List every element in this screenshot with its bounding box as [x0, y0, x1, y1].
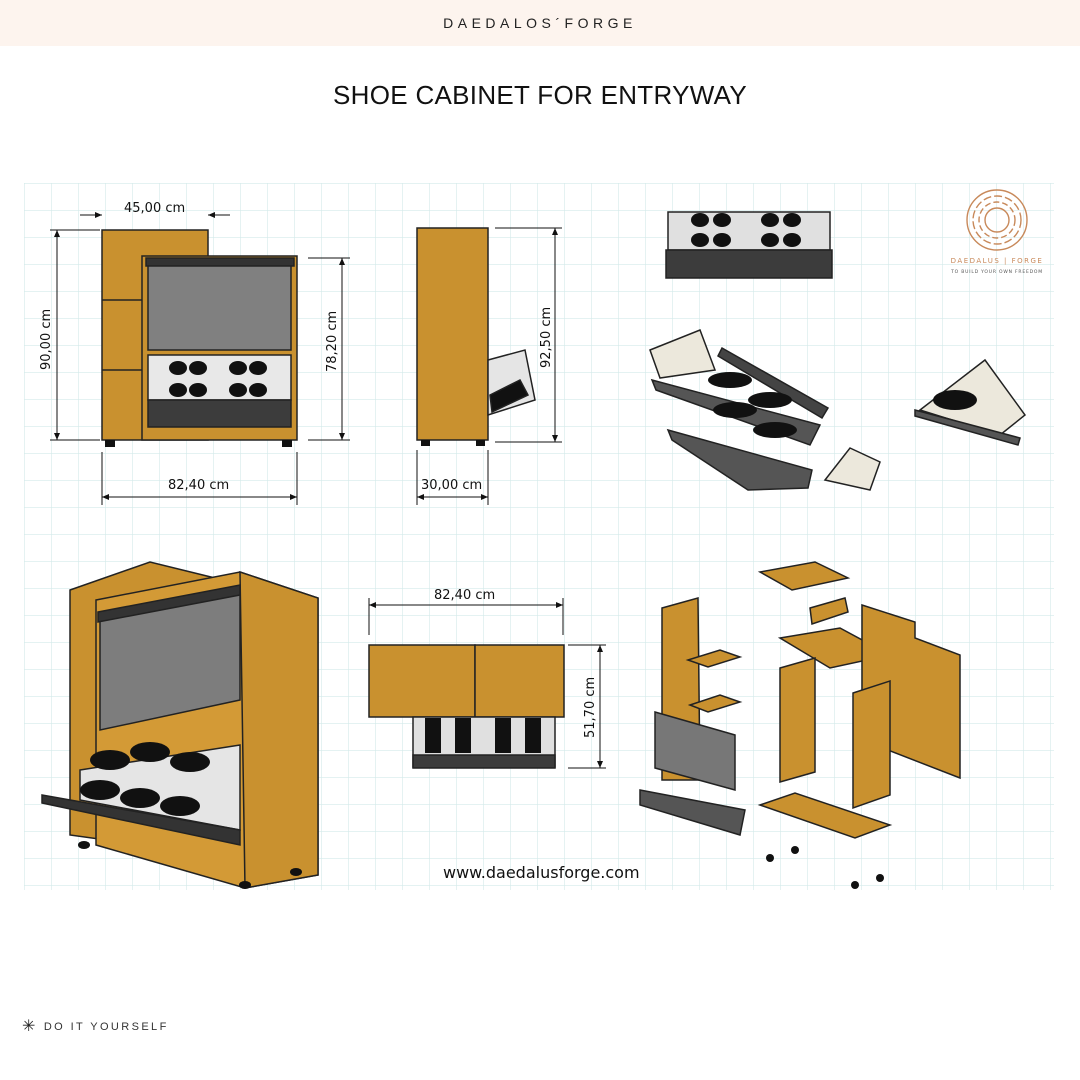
footer-tag: ✳ DO IT YOURSELF [22, 1019, 169, 1035]
dim-width-top: 82,40 cm [434, 588, 495, 603]
tray-front-view [665, 211, 833, 279]
exploded-view [639, 561, 961, 889]
top-view [368, 644, 565, 769]
dim-height-side: 92,50 cm [539, 307, 554, 368]
brand-name: DAEDALOS´FORGE [443, 15, 637, 31]
asterisk-icon: ✳ [22, 1018, 38, 1035]
top-banner: DAEDALOS´FORGE [0, 0, 1080, 46]
dim-height-total: 90,00 cm [39, 309, 54, 370]
side-view [416, 227, 536, 446]
dim-depth-top: 45,00 cm [124, 201, 185, 216]
dim-depth-side: 30,00 cm [421, 478, 482, 493]
footer-label: DO IT YOURSELF [43, 1021, 169, 1033]
page-title: SHOE CABINET FOR ENTRYWAY [333, 80, 747, 110]
tray-exploded [649, 329, 881, 491]
tray-side-view [914, 358, 1027, 446]
logo-tagline: TO BUILD YOUR OWN FREEDOM [950, 269, 1043, 275]
dim-height-door: 78,20 cm [325, 311, 340, 372]
logo [966, 189, 1028, 251]
front-dimensions [50, 212, 350, 505]
dim-width-front: 82,40 cm [168, 478, 229, 493]
front-view [101, 229, 298, 447]
logo-name: DAEDALUS | FORGE [951, 257, 1044, 265]
isometric-view [41, 561, 319, 889]
website-url: www.daedalusforge.com [443, 863, 640, 882]
dim-depth-top-view: 51,70 cm [583, 677, 598, 738]
